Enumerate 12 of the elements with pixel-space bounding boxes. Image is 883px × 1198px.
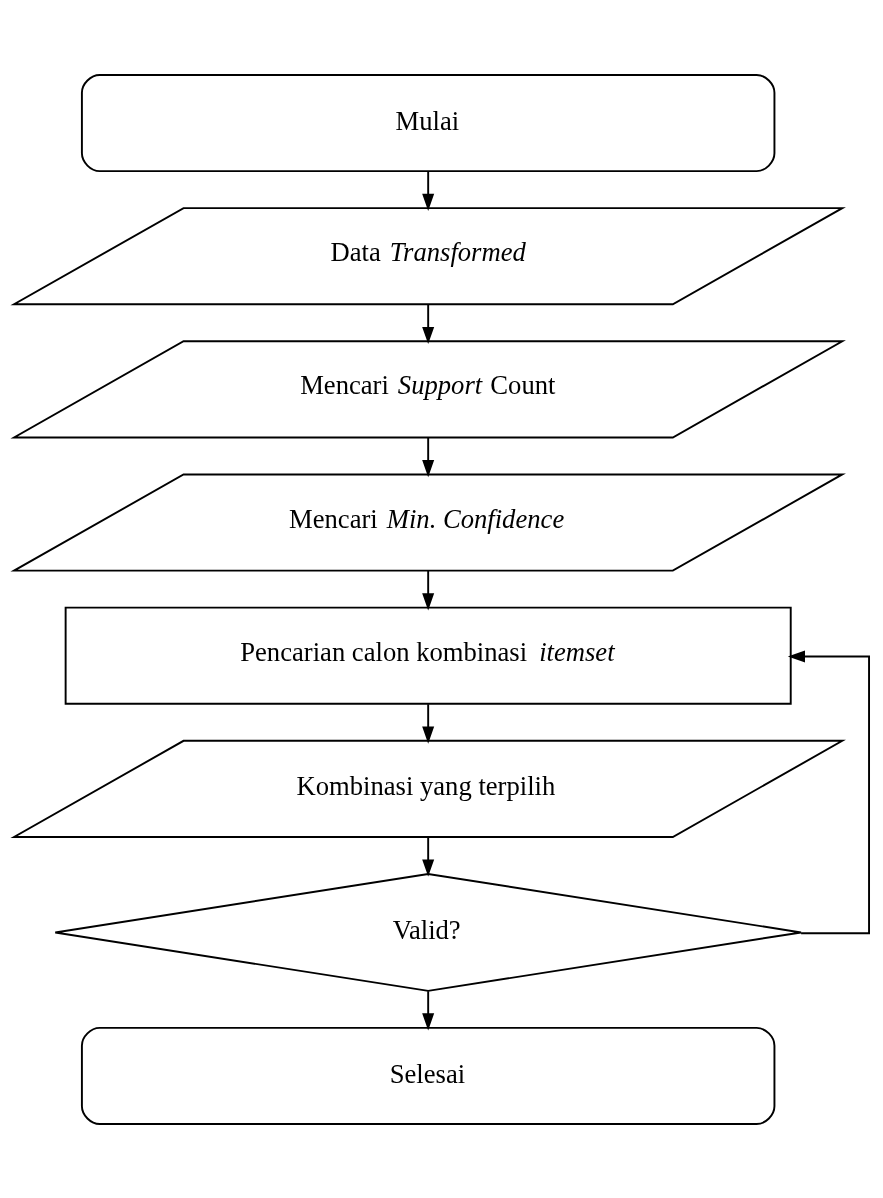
arrow	[422, 436, 435, 477]
node-diamond: Valid?	[54, 872, 803, 992]
arrow	[422, 835, 435, 877]
node-box: Mulai	[80, 73, 776, 172]
arrow	[422, 170, 435, 211]
node-box: Selesai	[80, 1026, 776, 1125]
arrow	[422, 702, 435, 744]
arrow	[787, 649, 870, 934]
arrow	[422, 989, 435, 1030]
arrow	[422, 569, 435, 610]
arrow	[422, 303, 435, 344]
node-box: Pencarian calon kombinasi itemset	[64, 606, 792, 705]
